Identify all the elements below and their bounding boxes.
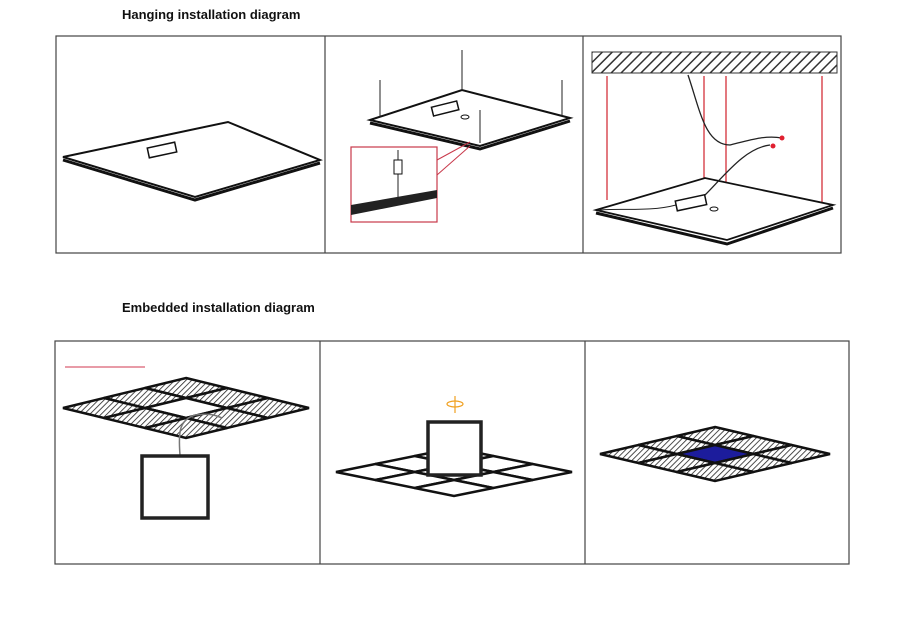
grid-cell bbox=[676, 461, 754, 483]
rotate-icon bbox=[446, 396, 464, 413]
embedded-frames bbox=[54, 340, 850, 565]
embedded-grid-3 bbox=[599, 425, 831, 483]
hanging-section-title: Hanging installation diagram bbox=[122, 7, 301, 22]
ceiling-hatch bbox=[591, 51, 838, 74]
grid-cell bbox=[144, 416, 228, 440]
grid-cell bbox=[414, 478, 494, 498]
hanging-frames bbox=[55, 35, 842, 254]
panel-ceiling-wiring-diagram bbox=[591, 51, 838, 246]
panel-flat-diagram bbox=[62, 120, 323, 202]
embedded-section-title: Embedded installation diagram bbox=[122, 300, 315, 315]
embedded-panel-2-light bbox=[426, 396, 483, 477]
driver-box-icon bbox=[146, 141, 178, 159]
embedded-grid-1 bbox=[62, 376, 310, 440]
embedded-panel-1-light bbox=[140, 413, 223, 520]
panel-suspension-diagram bbox=[350, 50, 574, 223]
detail-inset bbox=[350, 141, 471, 223]
